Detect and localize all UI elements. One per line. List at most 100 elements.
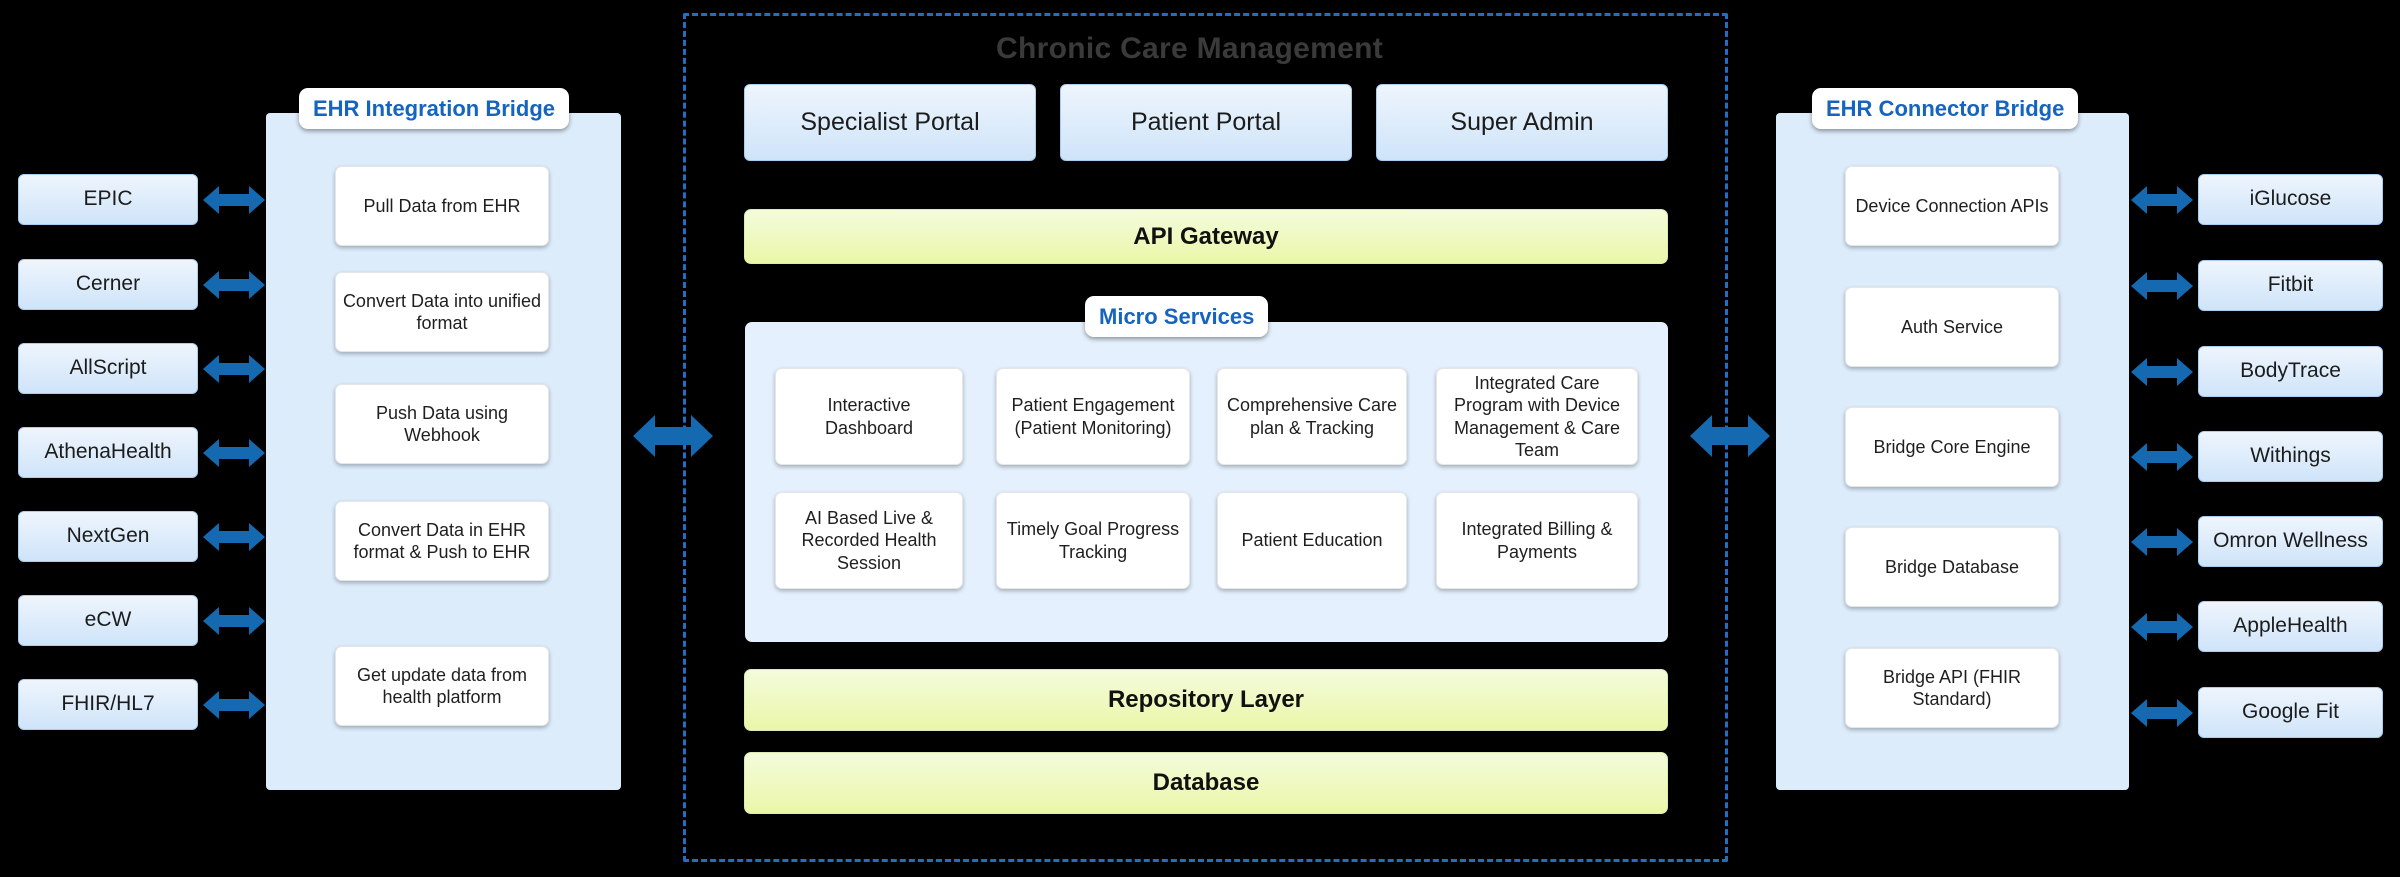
bridge-step-label: Convert Data in EHR format & Push to EHR xyxy=(353,519,531,563)
connector-component-label: Bridge Core Engine xyxy=(1873,436,2031,457)
repository-layer-label: Repository Layer xyxy=(1107,686,1305,713)
connector-core-to-connector-bridge xyxy=(1690,412,1770,460)
microservice-patient-engagement[interactable]: Patient Engagement (Patient Monitoring) xyxy=(996,368,1190,465)
connector-component-label: Bridge API (FHIR Standard) xyxy=(1882,666,2022,710)
connector-allscript-to-bridge xyxy=(203,352,265,386)
portal-label: Specialist Portal xyxy=(800,107,980,136)
ehr-source-label: NextGen xyxy=(66,524,150,548)
connector-bridge-to-fitbit xyxy=(2131,269,2193,303)
connector-bridge-to-iglucose xyxy=(2131,183,2193,217)
ehr-source-allscript[interactable]: AllScript xyxy=(18,343,198,394)
ehr-source-label: EPIC xyxy=(83,187,133,211)
api-gateway-layer[interactable]: API Gateway xyxy=(744,209,1668,264)
device-applehealth[interactable]: AppleHealth xyxy=(2198,601,2383,652)
connector-epic-to-bridge xyxy=(203,183,265,217)
ehr-connector-bridge-title: EHR Connector Bridge xyxy=(1812,88,2079,129)
bridge-step-label: Push Data using Webhook xyxy=(375,402,509,446)
device-label: iGlucose xyxy=(2249,187,2332,211)
connector-cerner-to-bridge xyxy=(203,268,265,302)
microservice-label: Timely Goal Progress Tracking xyxy=(1006,519,1180,562)
bridge-step-convert-unified[interactable]: Convert Data into unified format xyxy=(335,272,549,352)
ehr-source-athenahealth[interactable]: AthenaHealth xyxy=(18,427,198,478)
bridge-step-label: Get update data from health platform xyxy=(356,664,528,708)
repository-layer[interactable]: Repository Layer xyxy=(744,669,1668,731)
microservice-patient-education[interactable]: Patient Education xyxy=(1217,492,1407,589)
ehr-source-fhir-hl7[interactable]: FHIR/HL7 xyxy=(18,679,198,730)
bridge-step-push-webhook[interactable]: Push Data using Webhook xyxy=(335,384,549,464)
device-iglucose[interactable]: iGlucose xyxy=(2198,174,2383,225)
bridge-step-pull-data[interactable]: Pull Data from EHR xyxy=(335,166,549,246)
microservices-title: Micro Services xyxy=(1085,296,1269,337)
microservice-interactive-dashboard[interactable]: Interactive Dashboard xyxy=(775,368,963,465)
microservice-billing-payments[interactable]: Integrated Billing & Payments xyxy=(1436,492,1638,589)
connector-component-bridge-api[interactable]: Bridge API (FHIR Standard) xyxy=(1845,648,2059,728)
connector-component-auth-service[interactable]: Auth Service xyxy=(1845,287,2059,367)
portal-label: Super Admin xyxy=(1450,107,1594,136)
bridge-step-convert-push-ehr[interactable]: Convert Data in EHR format & Push to EHR xyxy=(335,501,549,581)
portal-specialist[interactable]: Specialist Portal xyxy=(744,84,1036,161)
api-gateway-label: API Gateway xyxy=(1133,222,1279,250)
portal-patient[interactable]: Patient Portal xyxy=(1060,84,1352,161)
device-withings[interactable]: Withings xyxy=(2198,431,2383,482)
database-layer-label: Database xyxy=(1152,769,1260,796)
connector-bridge-to-core xyxy=(633,412,713,460)
microservice-goal-progress-tracking[interactable]: Timely Goal Progress Tracking xyxy=(996,492,1190,589)
connector-component-bridge-core-engine[interactable]: Bridge Core Engine xyxy=(1845,407,2059,487)
connector-component-label: Auth Service xyxy=(1900,316,2004,337)
device-label: Fitbit xyxy=(2267,273,2314,297)
connector-bridge-to-withings xyxy=(2131,440,2193,474)
chronic-care-boundary xyxy=(683,13,1728,862)
ehr-integration-bridge-title: EHR Integration Bridge xyxy=(299,88,570,129)
portal-super-admin[interactable]: Super Admin xyxy=(1376,84,1668,161)
badge-label: EHR Integration Bridge xyxy=(313,95,556,121)
microservice-label: Patient Education xyxy=(1241,530,1383,551)
connector-bridge-to-google-fit xyxy=(2131,696,2193,730)
bridge-step-get-update-data[interactable]: Get update data from health platform xyxy=(335,646,549,726)
microservice-integrated-care-program[interactable]: Integrated Care Program with Device Mana… xyxy=(1436,368,1638,465)
microservice-label: Integrated Care Program with Device Mana… xyxy=(1453,372,1621,461)
connector-ecw-to-bridge xyxy=(203,604,265,638)
connector-component-label: Device Connection APIs xyxy=(1855,195,2049,216)
ehr-source-label: AllScript xyxy=(69,356,147,380)
microservice-care-plan-tracking[interactable]: Comprehensive Care plan & Tracking xyxy=(1217,368,1407,465)
microservice-ai-health-session[interactable]: AI Based Live & Recorded Health Session xyxy=(775,492,963,589)
connector-nextgen-to-bridge xyxy=(203,520,265,554)
connector-bridge-to-applehealth xyxy=(2131,610,2193,644)
device-omron-wellness[interactable]: Omron Wellness xyxy=(2198,516,2383,567)
ehr-source-cerner[interactable]: Cerner xyxy=(18,259,198,310)
device-google-fit[interactable]: Google Fit xyxy=(2198,687,2383,738)
connector-component-label: Bridge Database xyxy=(1884,556,2020,577)
device-label: Withings xyxy=(2250,444,2331,468)
microservice-label: Patient Engagement (Patient Monitoring) xyxy=(1011,395,1175,438)
device-label: AppleHealth xyxy=(2233,614,2348,638)
ehr-source-nextgen[interactable]: NextGen xyxy=(18,511,198,562)
connector-fhir-hl7-to-bridge xyxy=(203,688,265,722)
portal-label: Patient Portal xyxy=(1130,107,1282,136)
connector-bridge-to-bodytrace xyxy=(2131,355,2193,389)
connector-component-device-apis[interactable]: Device Connection APIs xyxy=(1845,166,2059,246)
device-fitbit[interactable]: Fitbit xyxy=(2198,260,2383,311)
ehr-source-label: AthenaHealth xyxy=(44,440,172,464)
microservice-label: AI Based Live & Recorded Health Session xyxy=(801,507,937,573)
badge-label: EHR Connector Bridge xyxy=(1826,95,2065,121)
ehr-source-label: Cerner xyxy=(75,272,141,296)
ehr-source-label: FHIR/HL7 xyxy=(61,692,155,716)
connector-component-bridge-database[interactable]: Bridge Database xyxy=(1845,527,2059,607)
device-label: BodyTrace xyxy=(2240,359,2341,383)
bridge-step-label: Convert Data into unified format xyxy=(342,290,542,334)
connector-athenahealth-to-bridge xyxy=(203,436,265,470)
database-layer[interactable]: Database xyxy=(744,752,1668,814)
device-bodytrace[interactable]: BodyTrace xyxy=(2198,346,2383,397)
badge-label: Micro Services xyxy=(1099,303,1255,329)
microservice-label: Integrated Billing & Payments xyxy=(1461,519,1613,562)
microservice-label: Interactive Dashboard xyxy=(824,395,914,438)
ehr-source-label: eCW xyxy=(84,608,132,632)
microservice-label: Comprehensive Care plan & Tracking xyxy=(1226,395,1398,438)
bridge-step-label: Pull Data from EHR xyxy=(363,195,521,216)
device-label: Google Fit xyxy=(2242,700,2339,724)
ehr-source-ecw[interactable]: eCW xyxy=(18,595,198,646)
page-title: Chronic Care Management xyxy=(996,32,1383,65)
ehr-source-epic[interactable]: EPIC xyxy=(18,174,198,225)
device-label: Omron Wellness xyxy=(2213,529,2368,553)
